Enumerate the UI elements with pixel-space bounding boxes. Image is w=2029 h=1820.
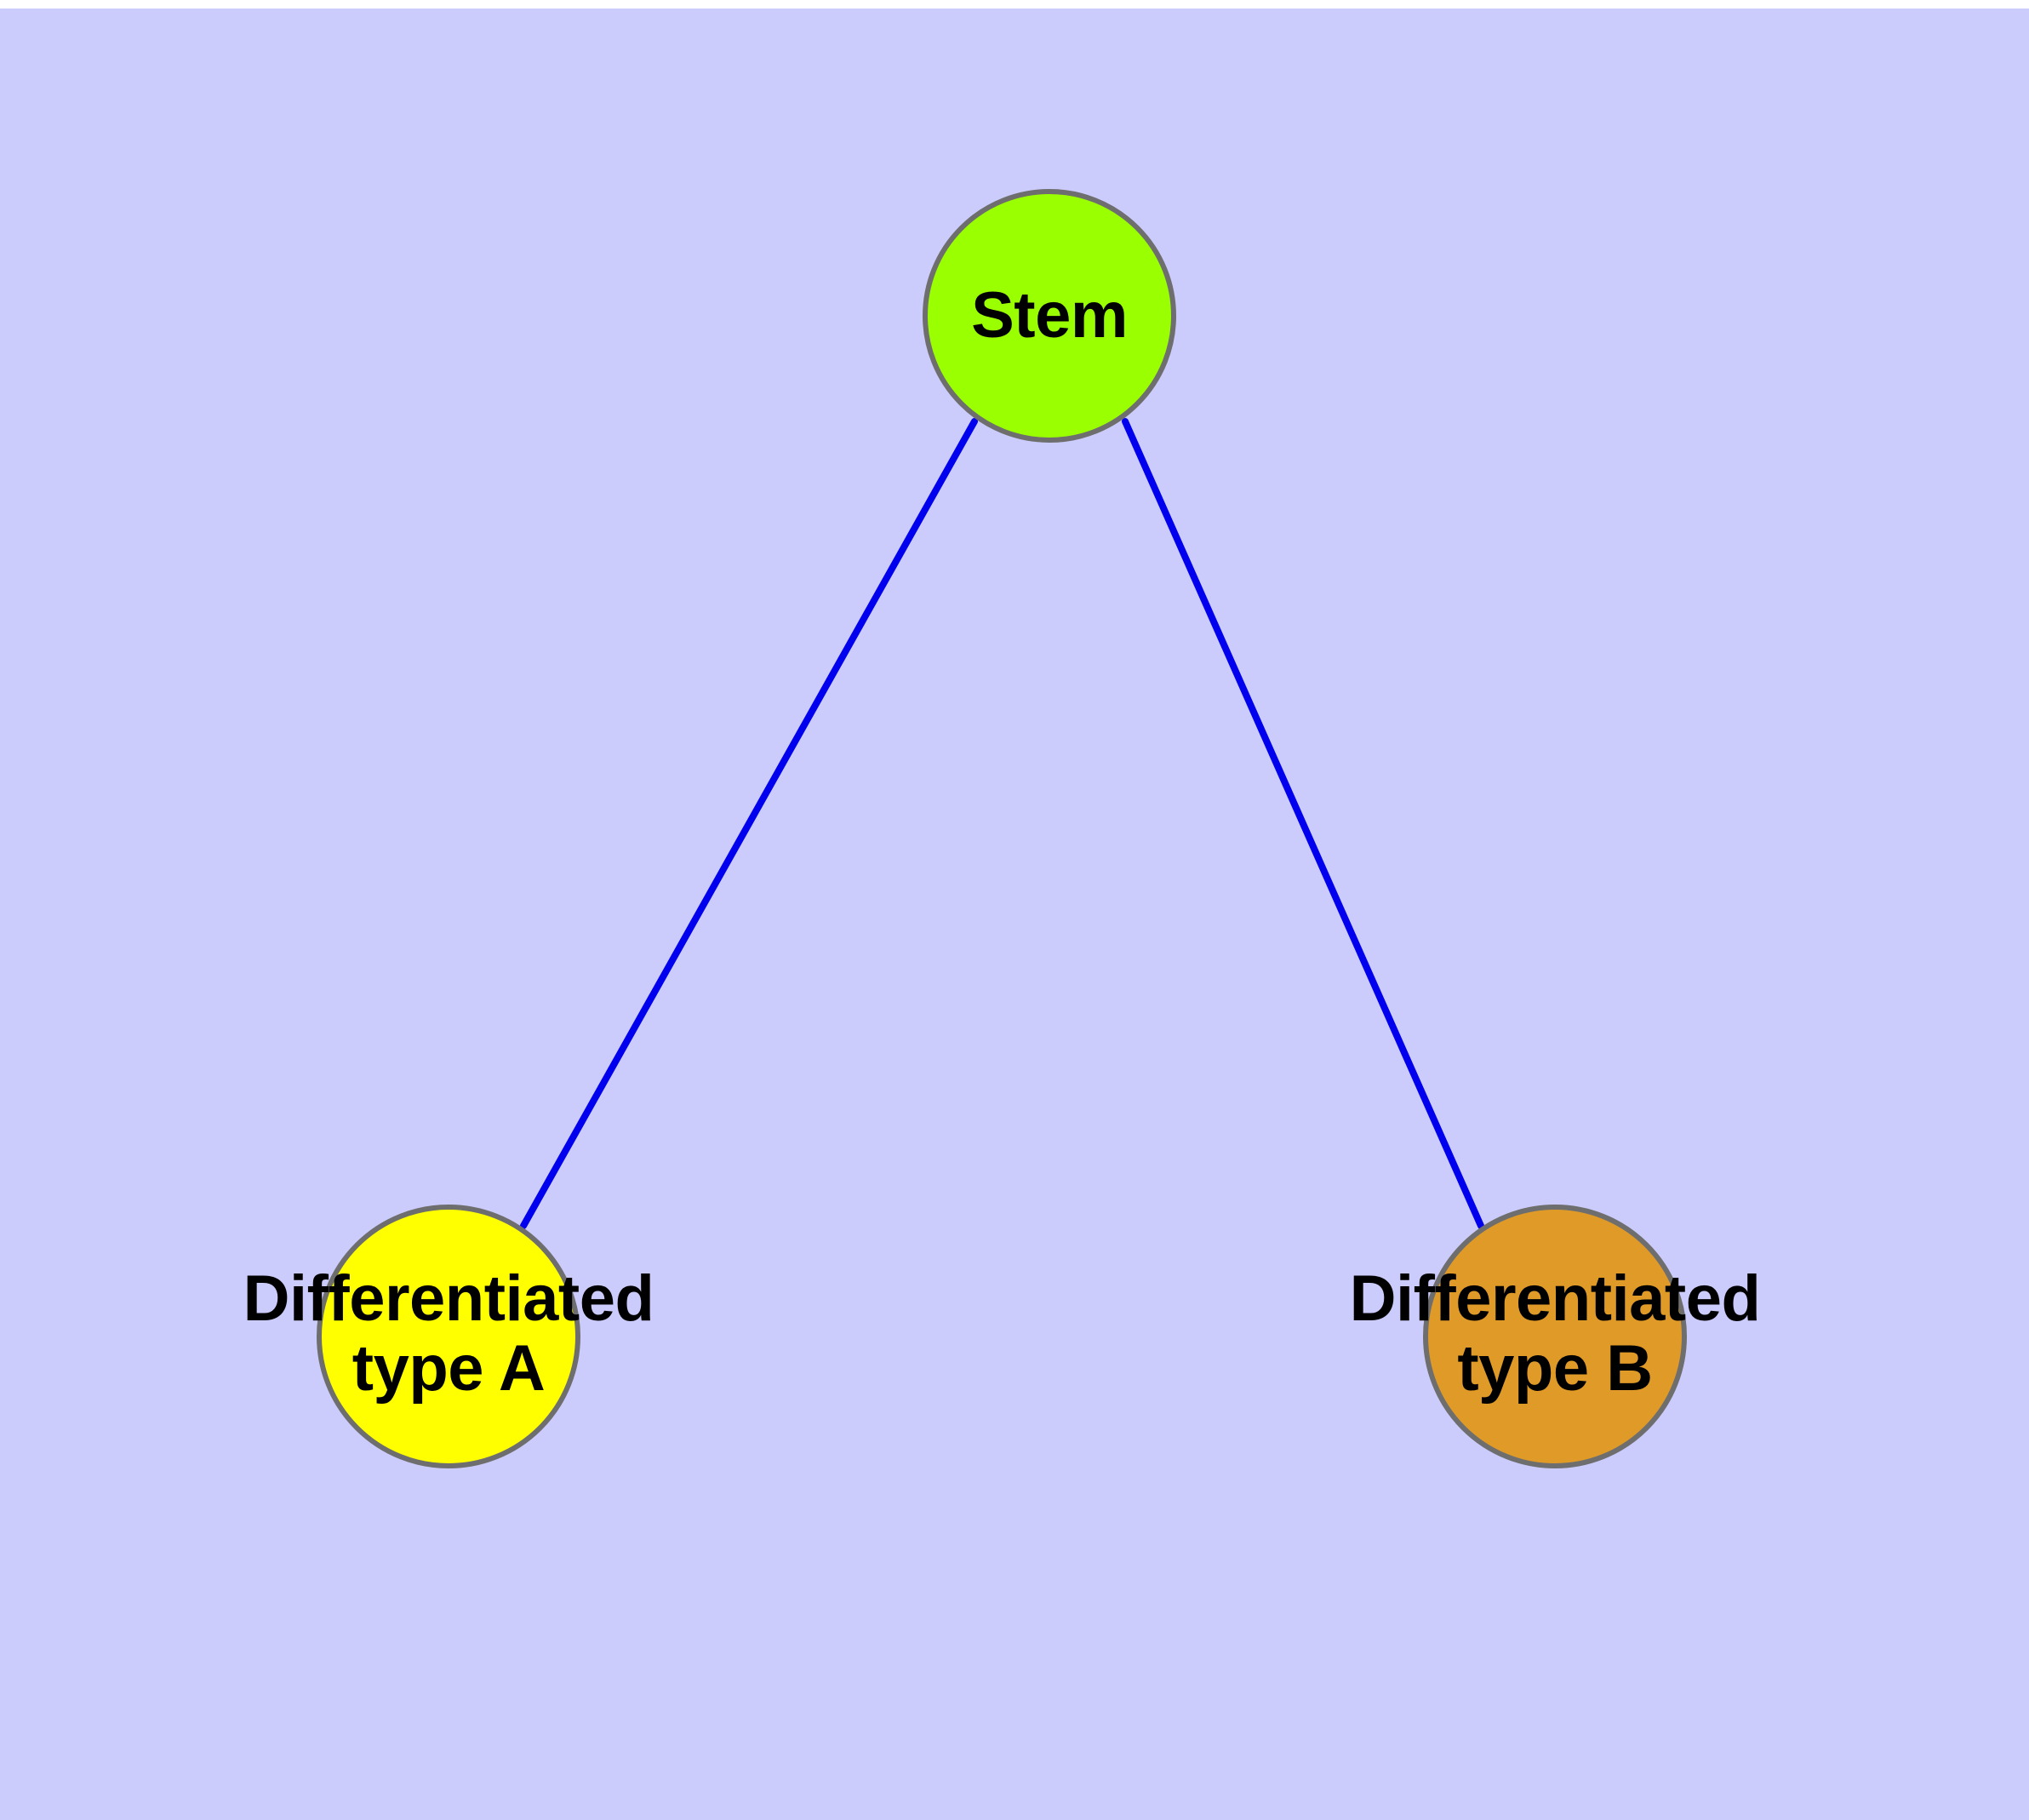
node-differentiated-type-a[interactable] [317, 1205, 580, 1468]
edges-group [520, 418, 1484, 1229]
nodes-group [317, 189, 1687, 1468]
edge-stem-to-differentiated-type-a[interactable] [520, 418, 978, 1229]
node-stem[interactable] [923, 189, 1176, 443]
edge-stem-to-differentiated-type-b[interactable] [1122, 418, 1484, 1229]
node-differentiated-type-b[interactable] [1423, 1205, 1687, 1468]
